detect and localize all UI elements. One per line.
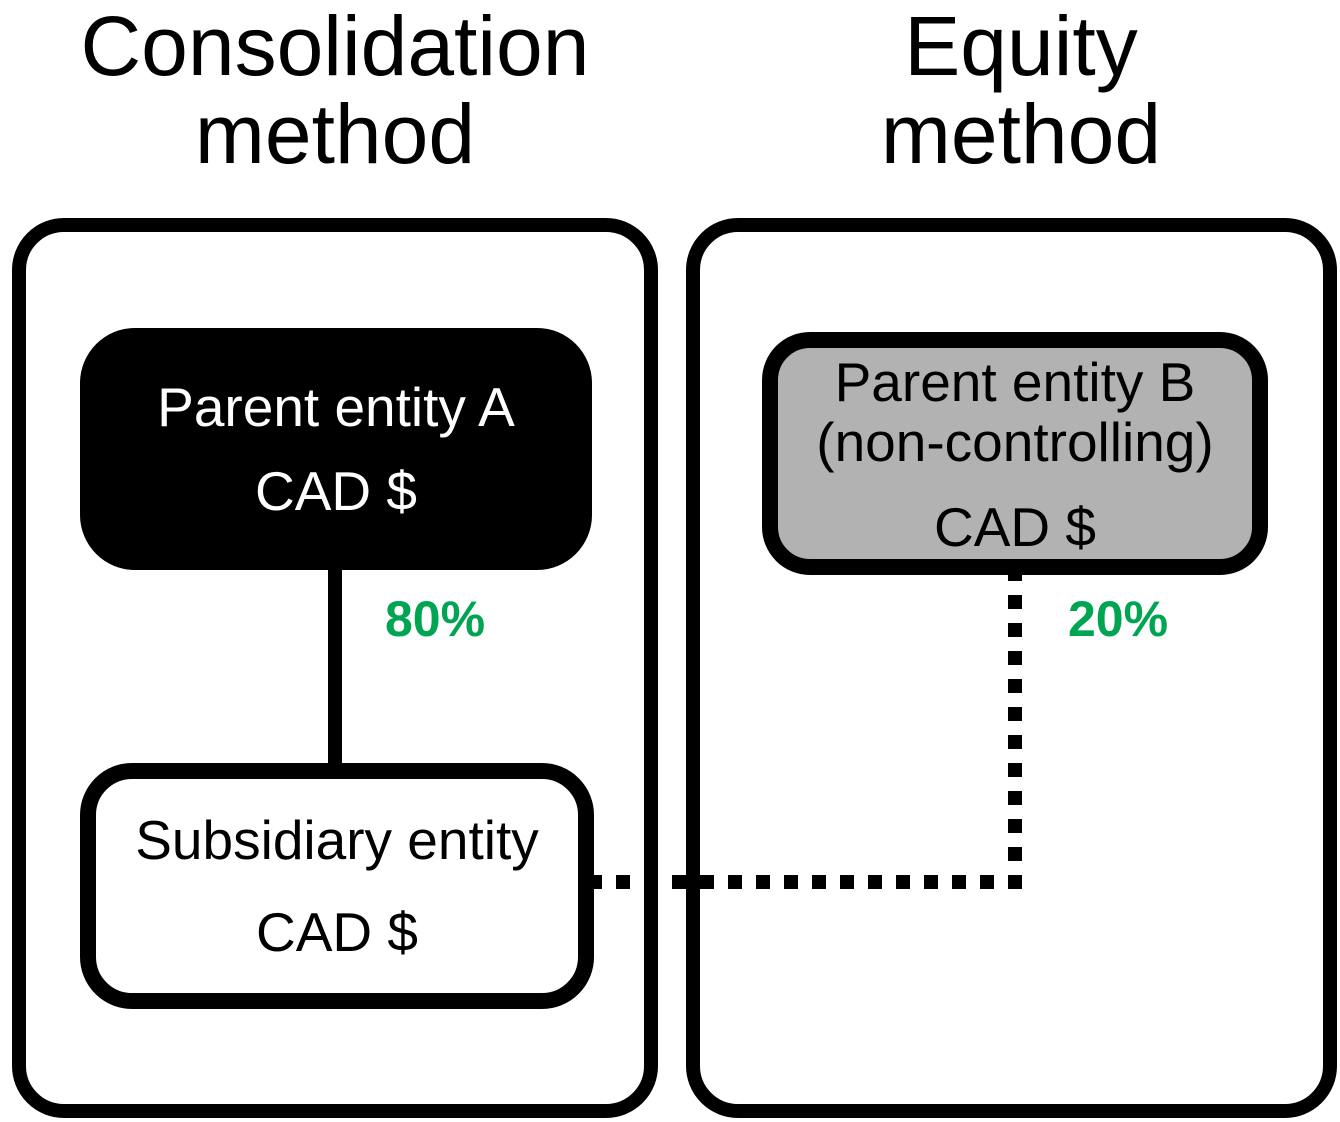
parent-a-subsidiary-connector-line <box>328 560 342 772</box>
ownership-percent-equity: 20% <box>1068 591 1169 647</box>
title-line: method <box>194 87 476 181</box>
entity-name: Parent entity A <box>157 376 515 438</box>
subsidiary-entity-box: Subsidiary entity CAD $ <box>80 763 594 1009</box>
entity-name: Parent entity B <box>834 350 1196 413</box>
equity-method-title: Equity method <box>691 2 1340 178</box>
parent-b-name-block: Parent entity B (non-controlling) <box>816 352 1213 472</box>
parent-b-dotted-connector-vertical <box>1008 575 1022 889</box>
consolidation-method-title: Consolidation method <box>5 2 665 178</box>
equity-method-panel <box>686 218 1337 1118</box>
ownership-percent-consolidation: 80% <box>385 591 486 647</box>
entity-currency: CAD $ <box>934 495 1096 558</box>
entity-qualifier: (non-controlling) <box>816 410 1214 473</box>
consolidation-method-panel <box>12 218 658 1118</box>
entity-currency: CAD $ <box>256 901 418 963</box>
title-line: method <box>880 87 1162 181</box>
parent-entity-b-box: Parent entity B (non-controlling) CAD $ <box>762 332 1268 575</box>
title-line: Equity <box>904 0 1138 93</box>
entity-currency: CAD $ <box>255 460 417 522</box>
parent-entity-a-box: Parent entity A CAD $ <box>80 328 592 570</box>
parent-b-dotted-connector-horizontal <box>594 875 1022 889</box>
title-line: Consolidation <box>80 0 590 93</box>
entity-name: Subsidiary entity <box>135 809 539 871</box>
